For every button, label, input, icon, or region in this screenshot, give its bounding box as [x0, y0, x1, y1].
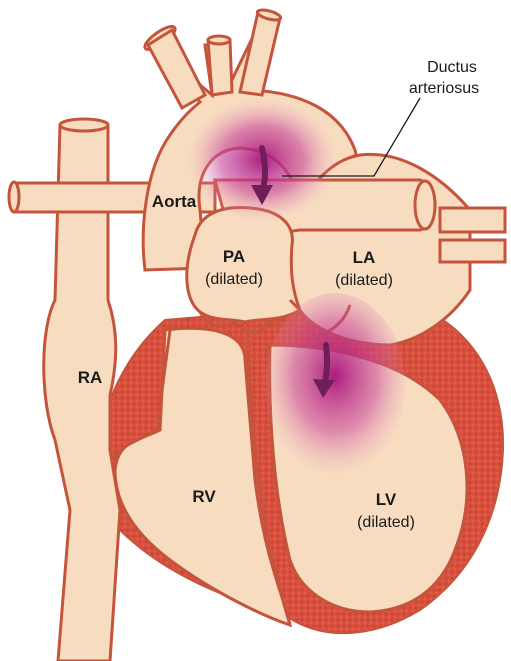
label-pa: PA: [223, 247, 245, 266]
descending-aorta-end: [415, 181, 435, 229]
label-lv-note: (dilated): [357, 514, 415, 531]
shunt-flow-lv: [265, 293, 405, 477]
label-rv: RV: [192, 487, 216, 506]
label-la-note: (dilated): [335, 272, 393, 289]
brachiocephalic-branch: [148, 30, 205, 108]
label-la: LA: [353, 248, 376, 267]
pulmonary-vein-upper: [440, 208, 505, 232]
rpa-opening: [9, 182, 19, 212]
carotid-branch: [208, 40, 232, 95]
vena-cava-opening: [60, 119, 108, 131]
label-lv: LV: [376, 490, 397, 509]
branch-opening-2: [208, 36, 230, 44]
label-ductus-line2: arteriosus: [409, 80, 479, 97]
pulmonary-vein-lower: [440, 240, 505, 262]
label-ductus-line1: Ductus: [427, 59, 477, 76]
label-aorta: Aorta: [152, 192, 197, 211]
label-ra: RA: [78, 368, 103, 387]
label-pa-note: (dilated): [205, 271, 263, 288]
